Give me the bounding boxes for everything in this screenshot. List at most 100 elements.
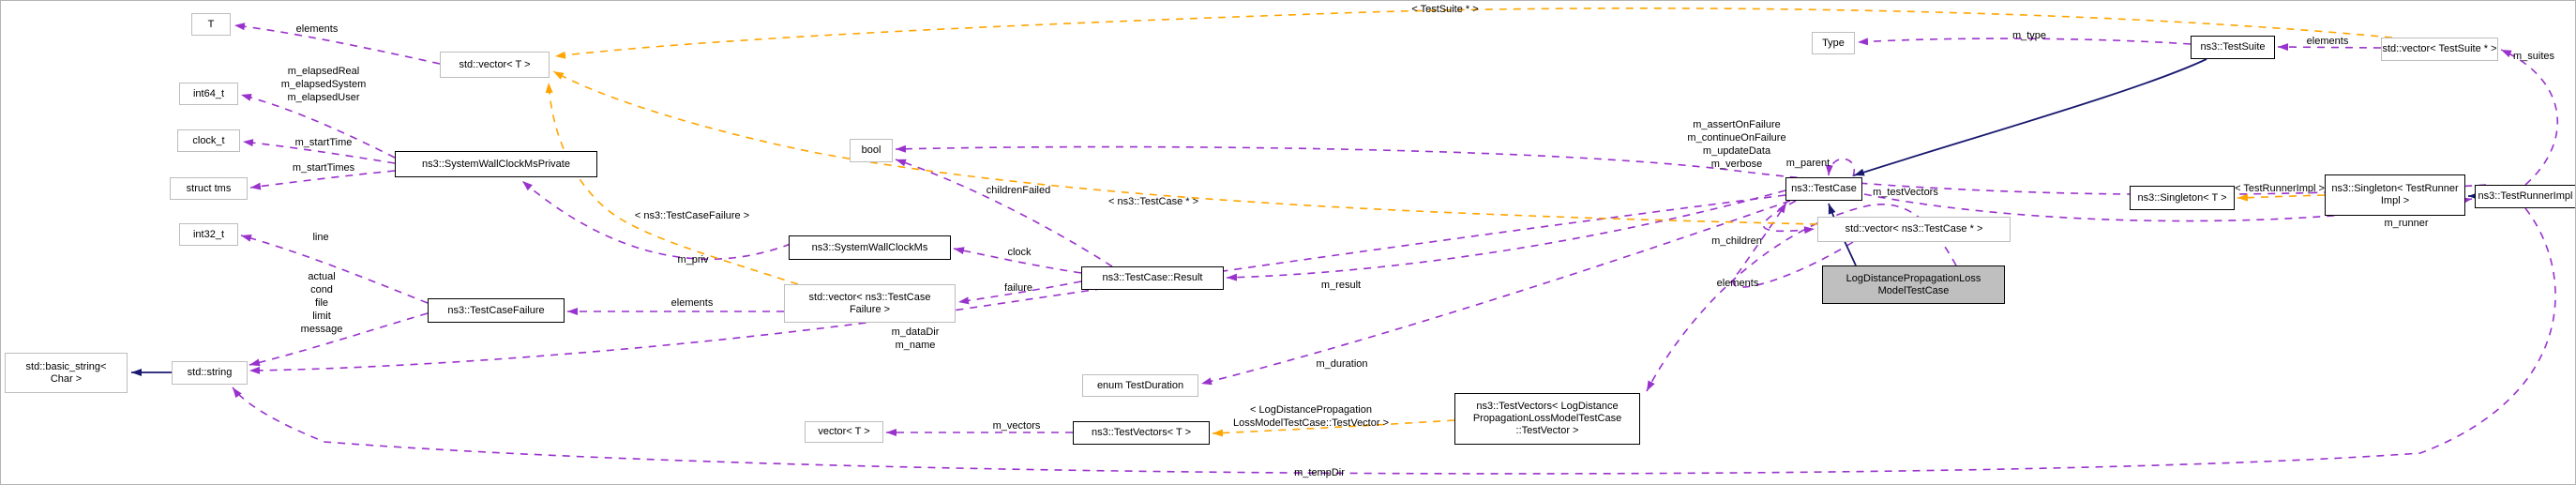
node-tms: struct tms [170, 177, 248, 200]
edge-label-m-vectors: m_vectors [992, 420, 1041, 432]
edge-label-line: line [312, 232, 329, 243]
node-label: std::basic_string< [25, 360, 107, 372]
node-label: T [207, 18, 215, 30]
edge-label-m-priv: m_priv [677, 254, 709, 265]
node-label: Type [1822, 37, 1845, 49]
node-label: std::vector< T > [459, 58, 531, 70]
node-label: struct tms [186, 182, 232, 194]
edge-tpl-testcase-ptr [552, 70, 1818, 225]
edge-label-m-duration: m_duration [1316, 358, 1368, 370]
edge-inherit-testsuite [1853, 58, 2207, 176]
node-string: std::string [172, 361, 248, 385]
node-label: ns3::TestSuite [2200, 41, 2266, 53]
node-label: PropagationLossModelTestCase [1472, 413, 1622, 424]
node-label: std::vector< TestSuite * > [2382, 43, 2497, 54]
node-label: ns3::TestRunnerImpl [2478, 190, 2573, 202]
edge-label-elements-tcf: elements [670, 297, 714, 309]
edge-m-duration [1200, 200, 1791, 386]
edge-label-m-result: m_result [1320, 280, 1362, 291]
node-label: Char > [50, 372, 83, 385]
edge-label-tpl-testsuite-ptr: < TestSuite * > [1411, 4, 1479, 15]
edge-m-result [1226, 189, 1786, 281]
edge-elements-vectc [1732, 202, 1854, 288]
node-singt[interactable]: ns3::Singleton< T > [2130, 186, 2235, 210]
node-t: T [191, 13, 231, 36]
node-label: ns3::TestCase [1791, 183, 1857, 194]
edge-m-elapsed [240, 94, 396, 159]
edge-label-elements-t: elements [295, 23, 339, 35]
node-tvt[interactable]: ns3::TestVectors< T > [1073, 421, 1210, 445]
edge-label-failure: failure [1004, 282, 1032, 294]
node-vectc: std::vector< ns3::TestCase * > [1817, 217, 2011, 242]
node-vects: std::vector< TestSuite * > [2381, 38, 2498, 61]
edge-label-m-runner: m_runner [2384, 218, 2429, 229]
edge-failure [957, 280, 1082, 305]
edge-label-childrenfailed: childrenFailed [986, 185, 1051, 196]
edge-label-m-children: m_children [1711, 235, 1762, 247]
edge-label-m-tempdir: m_tempDir [1294, 467, 1345, 478]
node-label: ns3::SystemWallClockMs [811, 241, 928, 253]
edge-label-elements-tc: elements [1716, 278, 1759, 289]
node-label: std::string [187, 367, 233, 378]
node-label: ns3::TestCaseFailure [447, 304, 545, 316]
node-enumtd: enum TestDuration [1082, 374, 1198, 397]
node-vectort: std::vector< T > [440, 52, 550, 78]
edge-clock [953, 247, 1082, 274]
node-label: enum TestDuration [1096, 379, 1184, 391]
edge-label-tpl-testcase-ptr: < ns3::TestCase * > [1108, 196, 1198, 207]
node-label: vector< T > [818, 426, 870, 437]
node-tcf[interactable]: ns3::TestCaseFailure [428, 298, 565, 323]
node-label: int32_t [192, 228, 225, 240]
node-basicstring: std::basic_string<Char > [5, 353, 128, 393]
edge-label-starttimes: m_startTimes [292, 162, 355, 174]
edge-label-tpl-testrunnerimpl: < TestRunnerImpl > [2235, 183, 2325, 194]
node-label: ns3::Singleton< TestRunner [2331, 183, 2459, 194]
edge-m-suites [2500, 49, 2558, 186]
node-label: Failure > [849, 303, 891, 315]
node-testsuite[interactable]: ns3::TestSuite [2191, 36, 2275, 59]
edge-m-starttimes [249, 170, 396, 190]
edge-label-tpl-testcasefailure: < ns3::TestCaseFailure > [634, 210, 750, 221]
node-swcmp[interactable]: ns3::SystemWallClockMsPrivate [395, 151, 597, 177]
node-int64: int64_t [179, 83, 238, 105]
node-swcm[interactable]: ns3::SystemWallClockMs [789, 235, 951, 260]
node-label: ns3::SystemWallClockMsPrivate [422, 158, 570, 170]
edge-tpl-testcasefailure [545, 82, 799, 285]
edge-m-testvectors [1646, 203, 1957, 392]
node-label: bool [861, 144, 881, 156]
node-tri[interactable]: ns3::TestRunnerImpl [2475, 185, 2575, 208]
edge-label-clock: clock [1007, 247, 1032, 258]
node-testcase[interactable]: ns3::TestCase [1785, 177, 1862, 201]
node-label: ns3::Singleton< T > [2137, 191, 2227, 204]
node-type: Type [1812, 32, 1855, 54]
node-result[interactable]: ns3::TestCase::Result [1081, 266, 1224, 290]
edge-tpl-logdistance [1212, 419, 1455, 437]
edge-label-starttime: m_startTime [294, 137, 353, 148]
edge-childrenfailed [895, 159, 1113, 267]
node-clockt: clock_t [177, 129, 240, 152]
edge-label-m-parent: m_parent [1785, 158, 1830, 169]
node-label: ns3::TestCase::Result [1102, 272, 1203, 283]
node-label: ns3::TestVectors< LogDistance [1476, 401, 1619, 412]
node-label: std::vector< ns3::TestCase * > [1845, 223, 1983, 235]
node-label: ns3::TestVectors< T > [1092, 427, 1191, 438]
node-label: clock_t [192, 134, 225, 146]
node-label: ::TestVector > [1515, 425, 1579, 436]
node-label: LogDistancePropagationLoss [1845, 272, 1981, 284]
node-bool: bool [850, 139, 893, 162]
edge-label-m-suites: m_suites [2512, 51, 2555, 62]
edge-tpl-testsuite-ptr [554, 8, 2393, 59]
edge-elements-vects [2277, 43, 2382, 52]
edge-label-m-type: m_type [2011, 30, 2047, 41]
edge-line [240, 235, 429, 304]
node-label: ModelTestCase [1877, 284, 1950, 296]
